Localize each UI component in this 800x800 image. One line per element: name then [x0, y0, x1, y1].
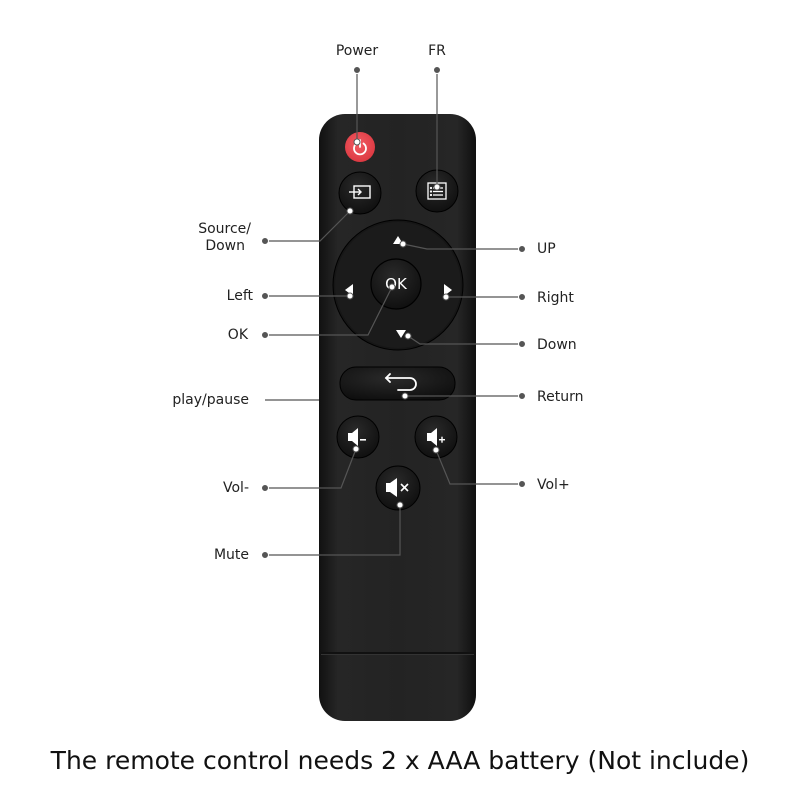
vol-minus-button[interactable]: [336, 415, 380, 459]
label-vol-plus: Vol+: [537, 477, 570, 493]
return-button[interactable]: [339, 366, 456, 401]
volume-down-icon: [348, 428, 366, 446]
vol-plus-button[interactable]: [414, 415, 458, 459]
label-power: Power: [336, 43, 379, 59]
source-input-icon: [349, 185, 371, 199]
ok-button[interactable]: OK: [370, 258, 422, 310]
ok-button-label: OK: [385, 275, 408, 293]
right-arrow-icon[interactable]: [444, 284, 452, 296]
label-ok: OK: [228, 327, 249, 343]
leader-dots: [261, 66, 526, 559]
mute-icon: [386, 478, 409, 497]
down-arrow-icon[interactable]: [396, 330, 406, 338]
battery-caption: The remote control needs 2 x AAA battery…: [50, 746, 750, 775]
label-vol-minus: Vol-: [223, 480, 249, 496]
label-down-source: Down: [205, 238, 245, 254]
label-return: Return: [537, 389, 583, 405]
return-icon: [384, 373, 417, 391]
label-source: Source/: [198, 221, 251, 237]
mute-button[interactable]: [375, 465, 421, 511]
label-left: Left: [227, 288, 254, 304]
power-button[interactable]: [345, 132, 375, 162]
source-button[interactable]: [338, 171, 382, 215]
label-down: Down: [537, 337, 577, 353]
volume-up-icon: [427, 428, 445, 446]
label-fr: FR: [428, 43, 446, 59]
label-up: UP: [537, 241, 556, 257]
leader-lines: [265, 70, 522, 556]
label-play-pause: play/pause: [172, 392, 249, 408]
label-mute: Mute: [214, 547, 249, 563]
label-right: Right: [537, 290, 574, 306]
